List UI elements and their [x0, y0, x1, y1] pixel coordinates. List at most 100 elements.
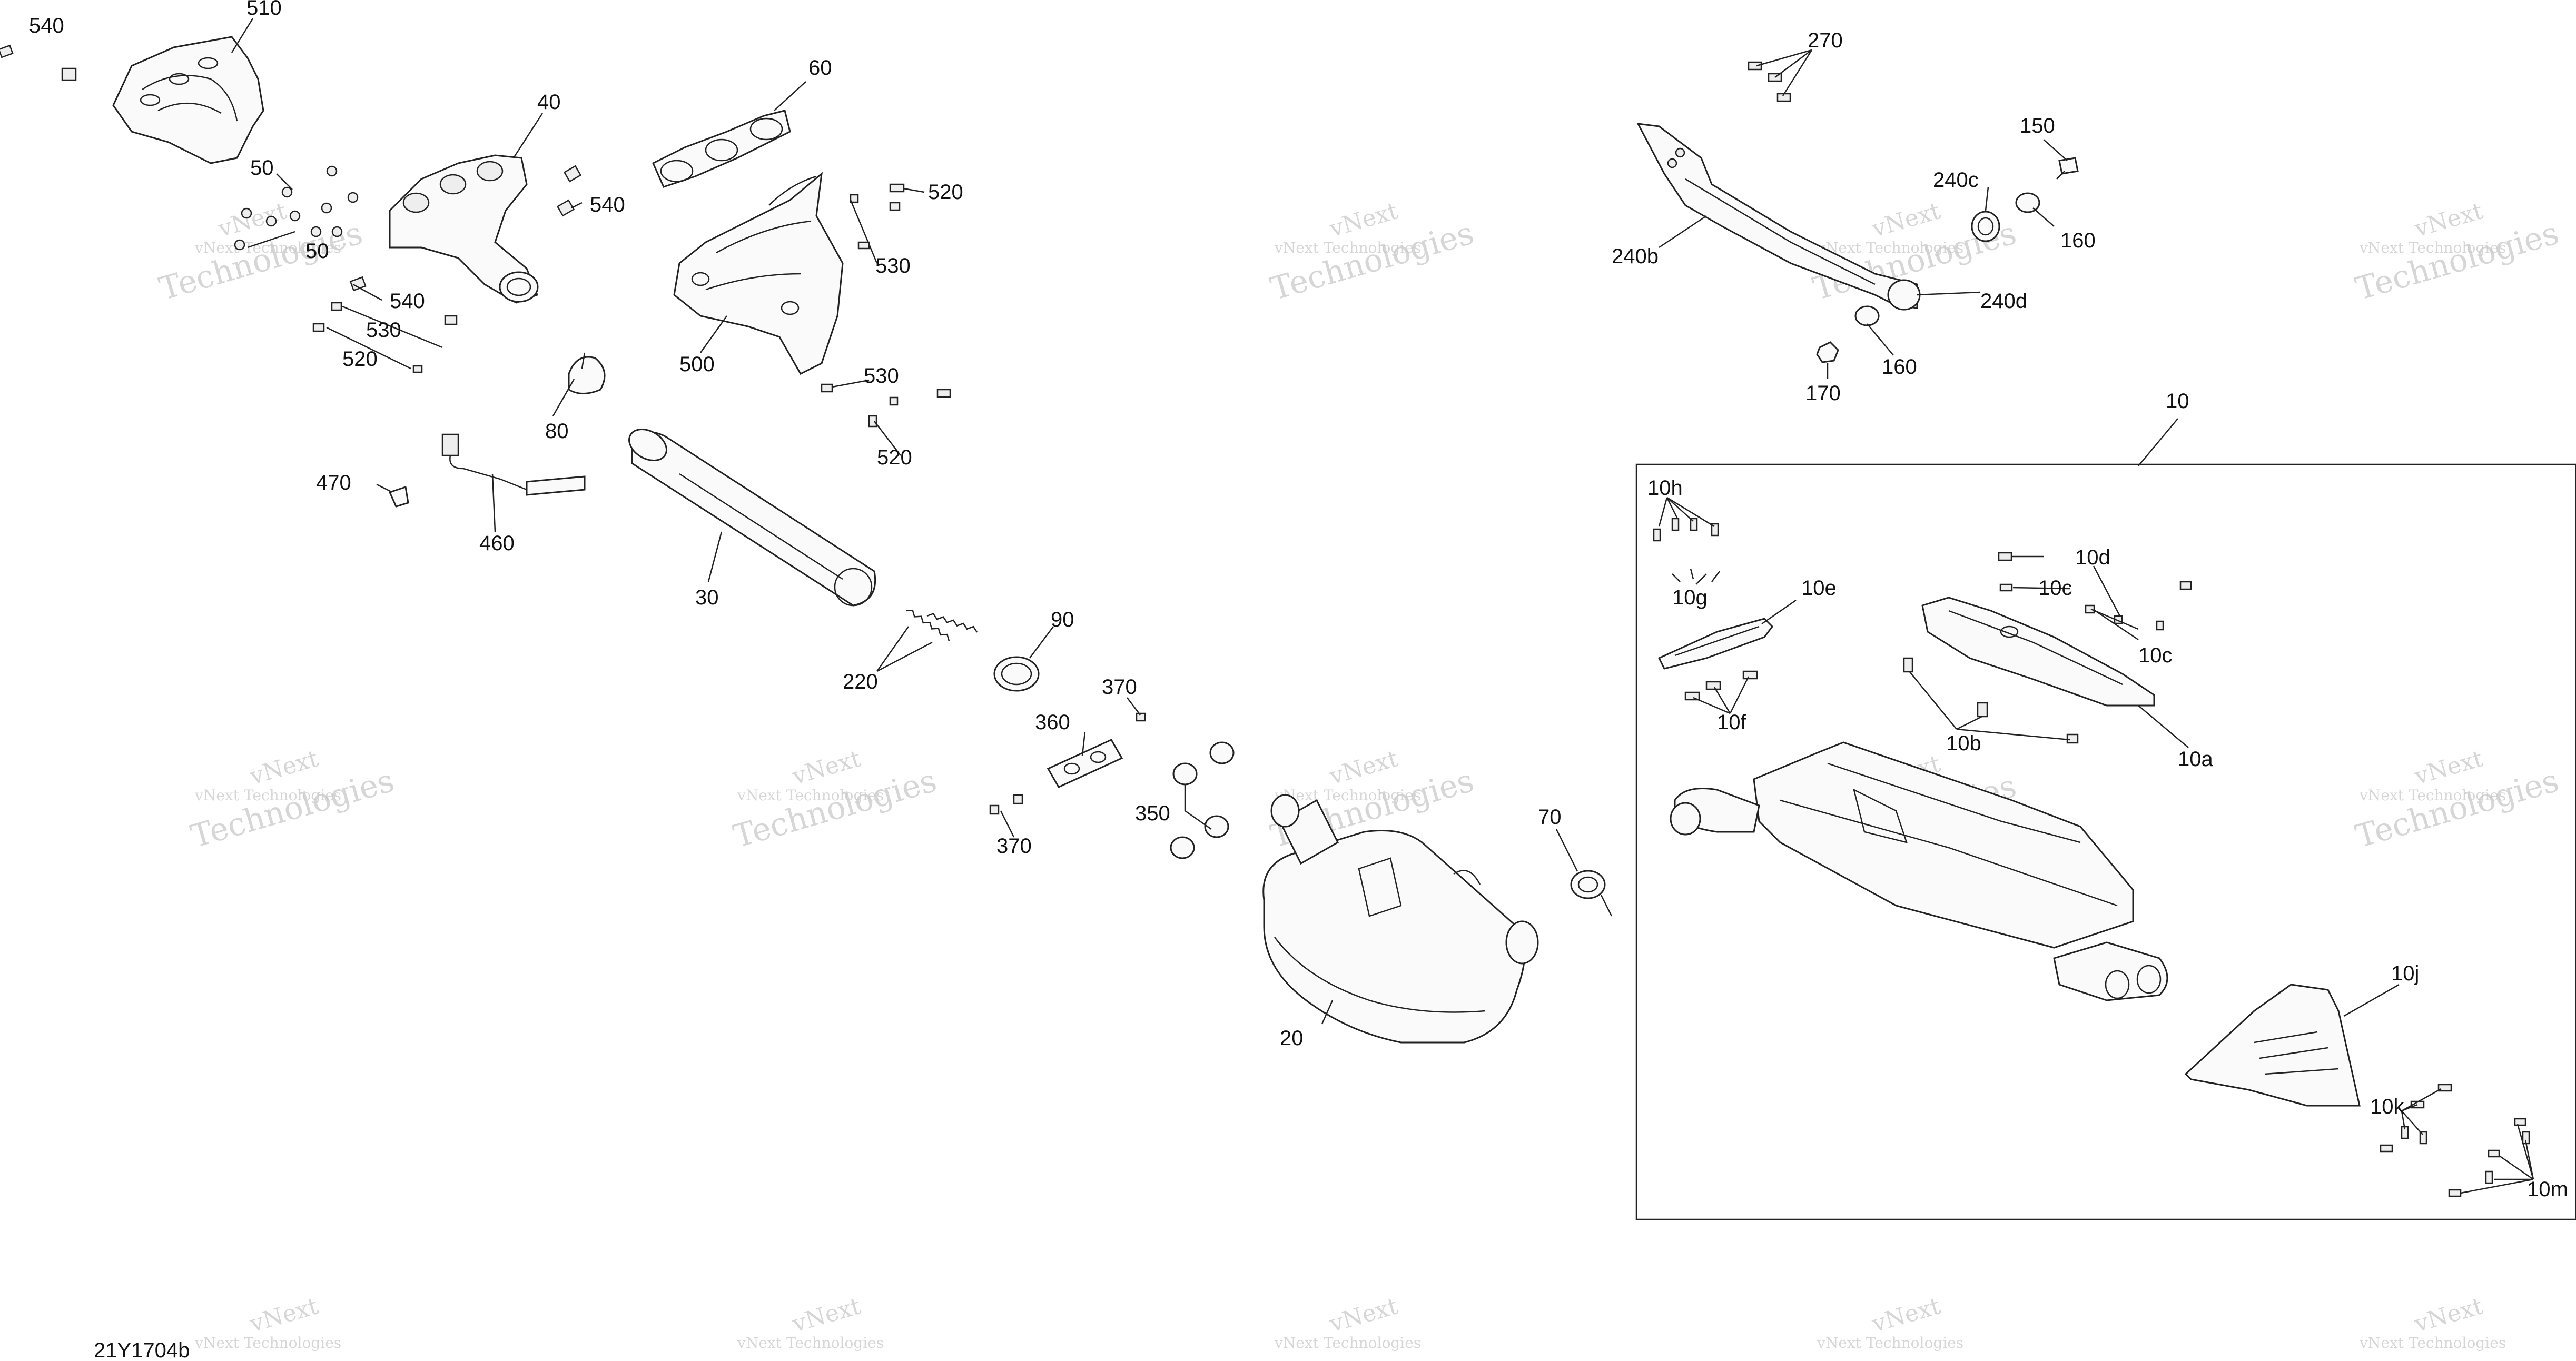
gasket-60 — [652, 110, 791, 188]
callout-10c: 10c — [2038, 577, 2072, 600]
studs-10h — [1653, 518, 1719, 542]
bolt-150 — [2056, 157, 2079, 180]
svg-text:vNext Technologies: vNext Technologies — [1274, 1334, 1421, 1352]
parts — [0, 36, 2576, 1220]
callout-10e: 10e — [1801, 577, 1837, 600]
callout-370: 370 — [1102, 675, 1137, 699]
clips-10f — [1684, 670, 1758, 701]
svg-text:vNext Technologies: vNext Technologies — [194, 1334, 341, 1352]
callout-10k: 10k — [2370, 1095, 2404, 1118]
callout-460: 460 — [479, 532, 515, 555]
heat-shield-510 — [112, 36, 264, 164]
callout-90: 90 — [1051, 608, 1074, 631]
callout-10m: 10m — [2527, 1178, 2568, 1201]
svg-text:vNext Technologies: vNext Technologies — [2359, 787, 2506, 804]
callout-160: 160 — [2060, 229, 2096, 252]
callout-540: 540 — [390, 290, 425, 313]
callout-10b: 10b — [1946, 732, 1981, 755]
callout-10d: 10d — [2075, 546, 2110, 569]
callout-520: 520 — [928, 181, 963, 204]
callout-50: 50 — [305, 240, 329, 263]
diagram-code: 21Y1704b — [94, 1339, 190, 1361]
svg-text:vNext Technologies: vNext Technologies — [737, 1334, 884, 1352]
svg-text:vNext Technologies: vNext Technologies — [1274, 787, 1421, 804]
svg-text:vNext Technologies: vNext Technologies — [194, 239, 341, 256]
exhaust-manifold-40 — [389, 154, 539, 304]
callout-360: 360 — [1035, 711, 1070, 734]
callout-80: 80 — [545, 420, 569, 443]
callout-270: 270 — [1808, 29, 1843, 52]
callout-510: 510 — [246, 0, 282, 19]
callout-160: 160 — [1882, 355, 1917, 379]
callout-40: 40 — [537, 91, 561, 114]
callout-530: 530 — [864, 364, 899, 388]
clips-10g — [1672, 568, 1720, 582]
svg-text:vNext Technologies: vNext Technologies — [2359, 1334, 2506, 1352]
nut-170 — [1816, 341, 1839, 363]
callout-10h: 10h — [1647, 476, 1683, 500]
springs-220 — [905, 609, 978, 641]
silencer-body-10 — [1670, 741, 2168, 1001]
tail-tip-10j — [2184, 984, 2361, 1107]
callout-520: 520 — [877, 446, 912, 469]
callout-60: 60 — [808, 56, 832, 80]
svg-text:vNext Technologies: vNext Technologies — [1817, 1334, 1963, 1352]
callout-10f: 10f — [1717, 711, 1746, 734]
callout-470: 470 — [316, 471, 351, 494]
bracket-360 — [1047, 739, 1123, 788]
bushing-240c — [1971, 211, 2000, 242]
svg-text:vNext Technologies: vNext Technologies — [1274, 239, 1421, 256]
clip-470 — [388, 486, 409, 508]
callout-220: 220 — [843, 670, 878, 693]
callout-530: 530 — [875, 254, 911, 277]
callout-10c: 10c — [2138, 644, 2173, 667]
callout-240b: 240b — [1612, 245, 1659, 268]
screw-540-topleft — [0, 44, 77, 81]
svg-text:vNext Technologies: vNext Technologies — [1817, 239, 1963, 256]
o2-sensor-460 — [441, 433, 586, 496]
leader-lines — [231, 18, 2534, 1194]
fasteners-left-group — [312, 276, 458, 373]
fasteners-500 — [821, 183, 951, 428]
heat-shield-500 — [673, 172, 844, 375]
cover-10a — [1921, 597, 2155, 707]
screws-370 — [989, 712, 1146, 815]
callout-530: 530 — [366, 319, 401, 342]
fasteners-10c-10d — [1998, 552, 2192, 631]
washers-160 — [1854, 192, 2040, 326]
callout-540: 540 — [29, 14, 64, 37]
callout-20: 20 — [1280, 1027, 1304, 1050]
callout-10a: 10a — [2178, 748, 2213, 771]
callout-10: 10 — [2166, 390, 2189, 413]
callout-170: 170 — [1805, 382, 1841, 405]
svg-text:vNext Technologies: vNext Technologies — [737, 787, 884, 804]
callout-520: 520 — [342, 347, 378, 371]
svg-text:vNext Technologies: vNext Technologies — [2359, 239, 2506, 256]
callout-labels: 510 540 40 60 50 50 540 520 530 540 530 … — [29, 0, 2568, 1201]
callout-10g: 10g — [1672, 586, 1708, 609]
nuts-50 — [234, 165, 359, 251]
muffler-20 — [1262, 794, 1539, 1044]
screws-10m — [2448, 1118, 2530, 1197]
callout-10j: 10j — [2391, 962, 2419, 985]
callout-240c: 240c — [1933, 168, 1979, 192]
callout-30: 30 — [695, 586, 719, 609]
svg-text:vNext Technologies: vNext Technologies — [194, 787, 341, 804]
gasket-ring-90 — [993, 656, 1040, 692]
assembly-10-frame — [1635, 463, 2576, 1220]
heat-guard-10e — [1657, 618, 1773, 670]
callout-370: 370 — [996, 835, 1032, 858]
bracket-arm-240b — [1636, 123, 1921, 311]
grommets-350 — [1170, 741, 1235, 859]
callout-50: 50 — [250, 156, 274, 180]
bolts-270 — [1748, 61, 1791, 102]
callout-150: 150 — [2020, 114, 2055, 137]
callout-540: 540 — [590, 193, 625, 216]
callout-240d: 240d — [1980, 290, 2027, 313]
sensor-clamp-80 — [568, 352, 606, 394]
clamp-70 — [1570, 870, 1613, 917]
fasteners-540-mid — [556, 165, 582, 217]
callout-70: 70 — [1538, 806, 1562, 829]
exhaust-pipe-30 — [628, 429, 876, 607]
